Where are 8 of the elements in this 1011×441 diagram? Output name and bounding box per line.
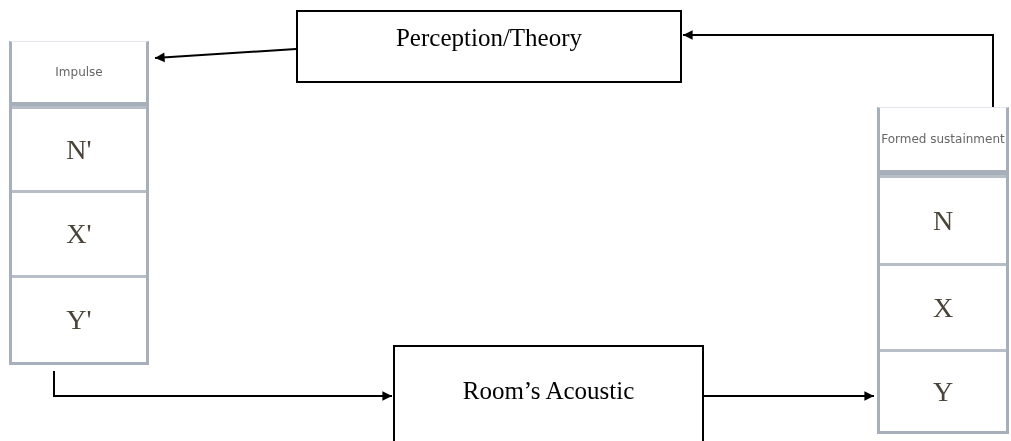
process-box: Room’s Acoustic — [393, 345, 704, 441]
table-panel — [877, 107, 1009, 434]
process-box: Perception/Theory — [296, 10, 682, 83]
arrow — [154, 48, 297, 63]
arrow — [703, 391, 875, 401]
arrow — [682, 30, 994, 108]
arrow — [53, 370, 393, 401]
table-panel — [9, 41, 149, 365]
